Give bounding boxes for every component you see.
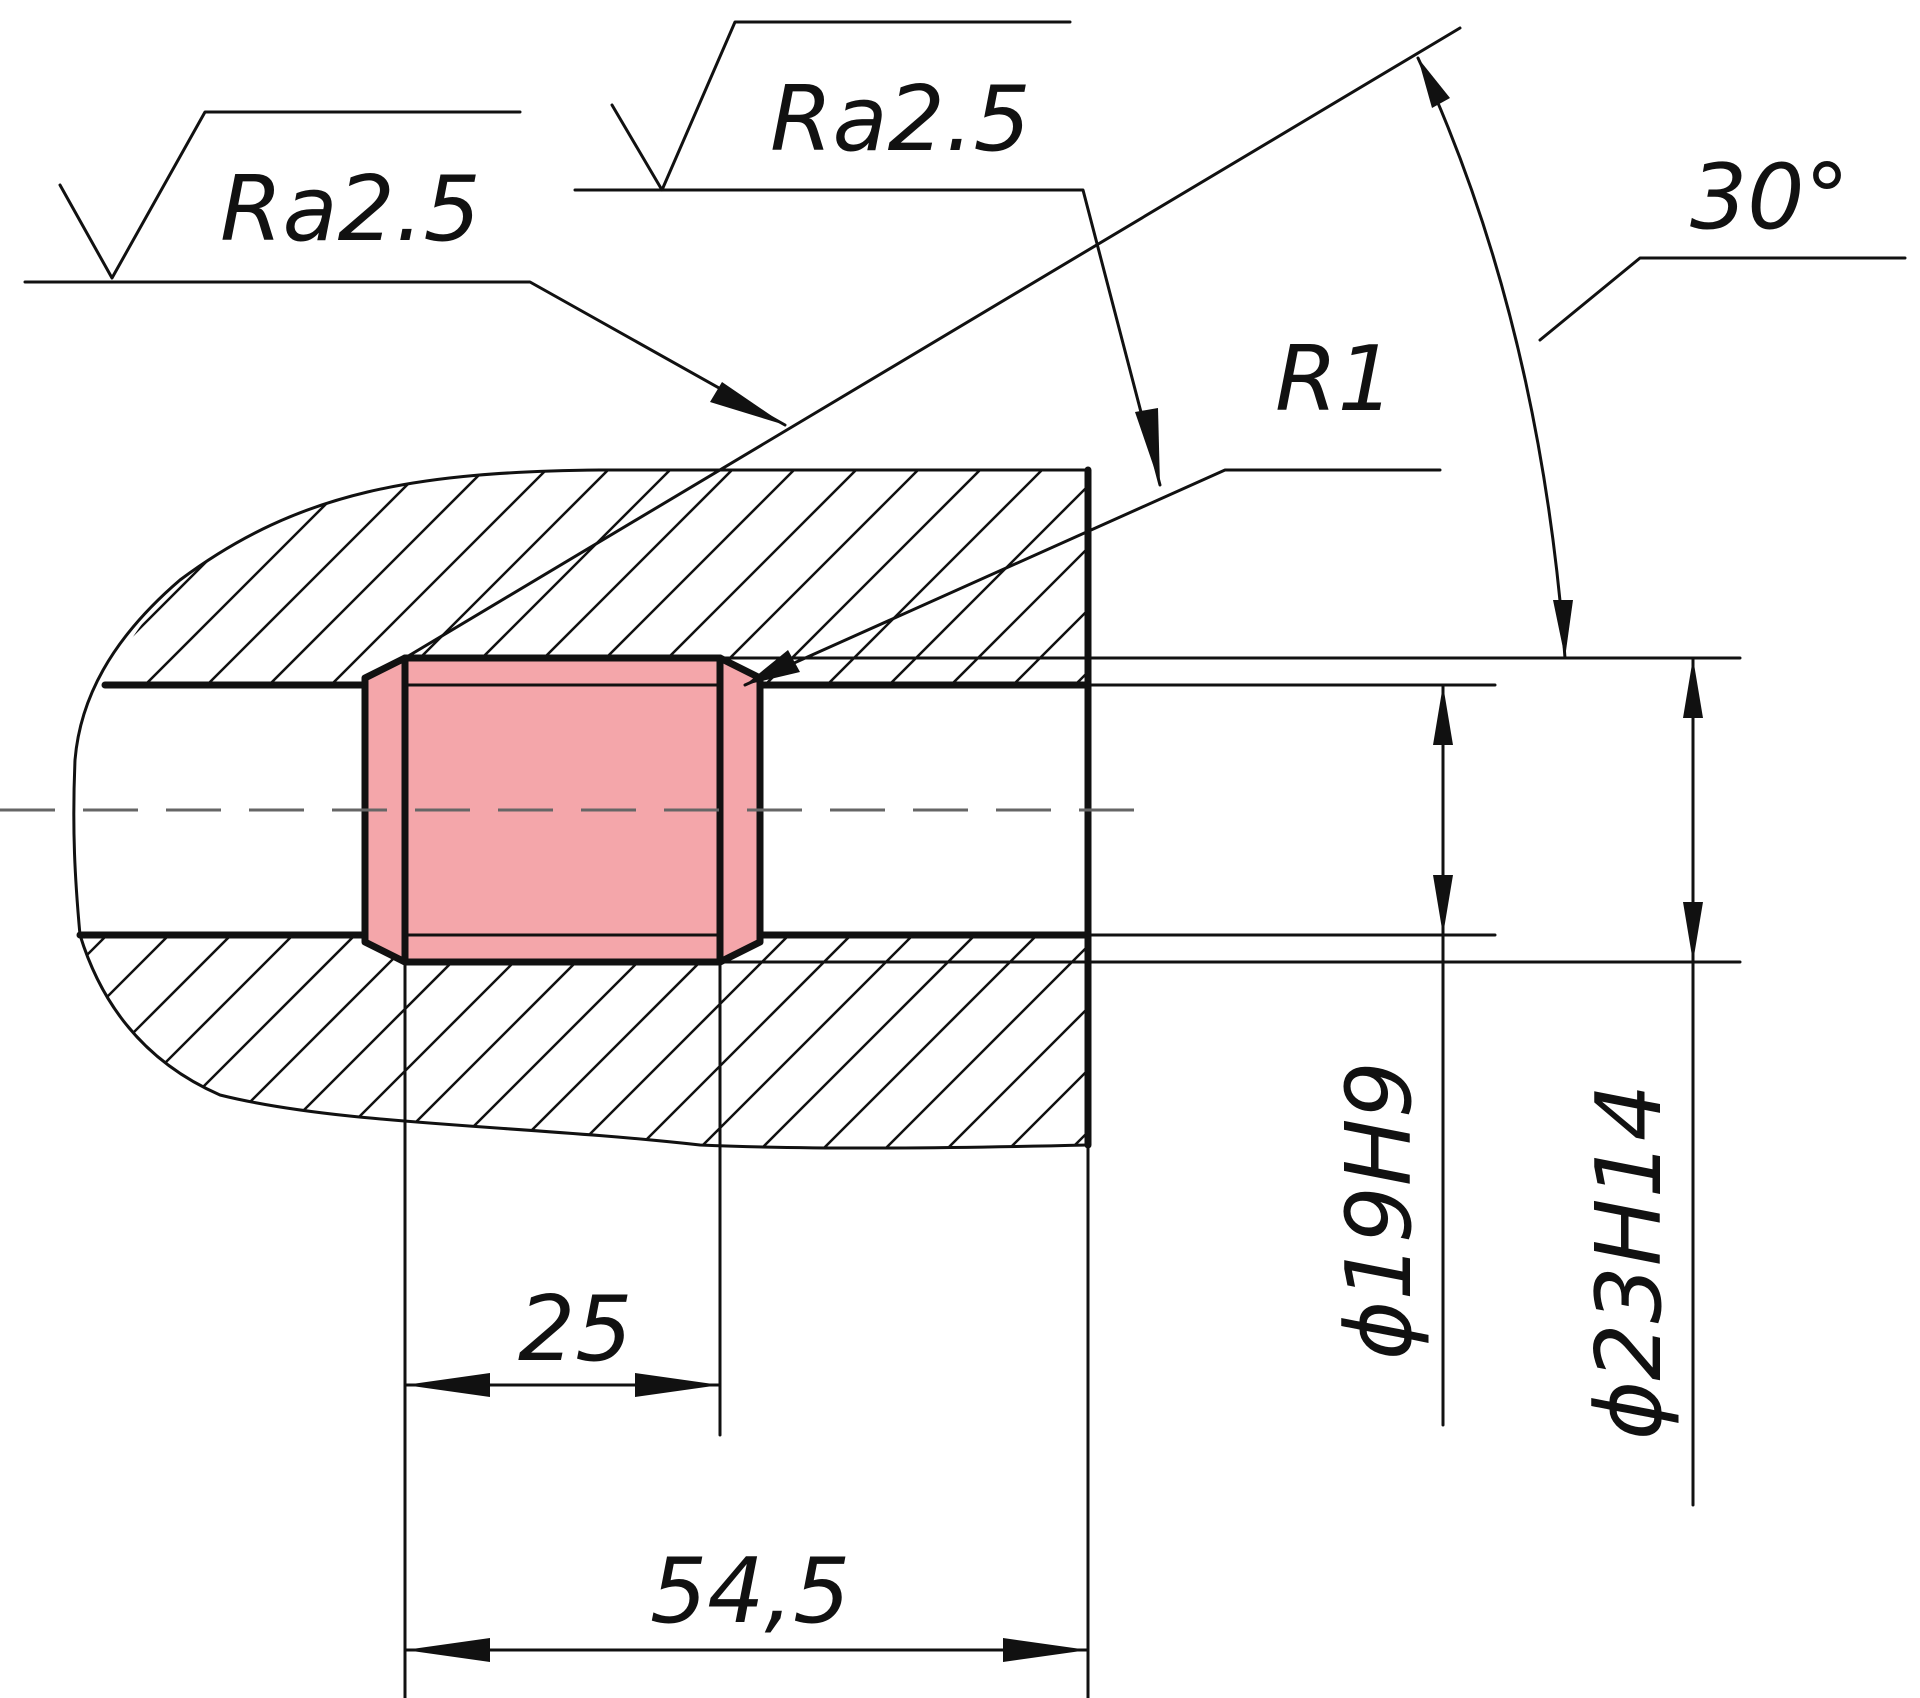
hatch-line bbox=[811, 935, 1053, 1149]
hatch-line bbox=[997, 935, 1088, 1149]
roughness-symbol-2: Ra2.5 bbox=[573, 20, 1162, 487]
part-outline bbox=[72, 468, 1090, 1150]
dimension-length-25: 25 bbox=[403, 1277, 722, 1397]
dimension-angle-30: 30° bbox=[1416, 56, 1907, 660]
hatch-line bbox=[1059, 935, 1088, 1149]
hatch-line bbox=[108, 470, 185, 685]
hatch-line bbox=[563, 935, 805, 1149]
label-angle: 30° bbox=[1690, 145, 1850, 250]
hatch-line bbox=[687, 935, 929, 1149]
dimension-d23: ϕ23H14 bbox=[1577, 656, 1703, 1507]
hatch-line bbox=[811, 470, 1053, 685]
hatch-line bbox=[80, 935, 247, 1149]
hatch-line bbox=[80, 935, 123, 1149]
hatch-line bbox=[1059, 470, 1088, 685]
label-radius: R1 bbox=[1275, 327, 1395, 432]
highlighted-groove bbox=[365, 658, 760, 962]
hatch-line bbox=[749, 935, 991, 1149]
hatch-line bbox=[873, 935, 1088, 1149]
label-diameter-chamfer: ϕ23H14 bbox=[1577, 1084, 1682, 1440]
hatch-line bbox=[80, 935, 185, 1149]
hatch-line bbox=[315, 470, 557, 685]
label-length-total: 54,5 bbox=[650, 1539, 850, 1644]
hatch-line bbox=[108, 470, 247, 685]
hatch-line bbox=[191, 470, 433, 685]
hatch-line bbox=[997, 470, 1088, 685]
hatch-line bbox=[108, 470, 309, 685]
hatch-line bbox=[129, 935, 371, 1149]
label-roughness-1: Ra2.5 bbox=[220, 157, 481, 262]
label-length-inner: 25 bbox=[518, 1277, 633, 1382]
hatch-line bbox=[80, 935, 309, 1149]
dimension-d19: ϕ19H9 bbox=[1327, 683, 1453, 1427]
chamfer-angle-line bbox=[403, 26, 1462, 660]
hatch-line bbox=[873, 470, 1088, 685]
hatch-line bbox=[108, 470, 123, 685]
hatch-line bbox=[129, 470, 371, 685]
roughness-symbol-1: Ra2.5 bbox=[23, 110, 787, 427]
hatch-line bbox=[625, 935, 867, 1149]
label-roughness-2: Ra2.5 bbox=[770, 67, 1031, 172]
hatch-line bbox=[935, 470, 1088, 685]
dimension-length-54-5: 54,5 bbox=[403, 1539, 1090, 1662]
label-diameter-bore: ϕ19H9 bbox=[1327, 1061, 1432, 1360]
hatch-line bbox=[0, 920, 60, 1160]
hatch-line bbox=[0, 460, 60, 700]
radius-leader: R1 bbox=[743, 327, 1442, 687]
hatch-line bbox=[935, 935, 1088, 1149]
hatch-line bbox=[253, 470, 495, 685]
